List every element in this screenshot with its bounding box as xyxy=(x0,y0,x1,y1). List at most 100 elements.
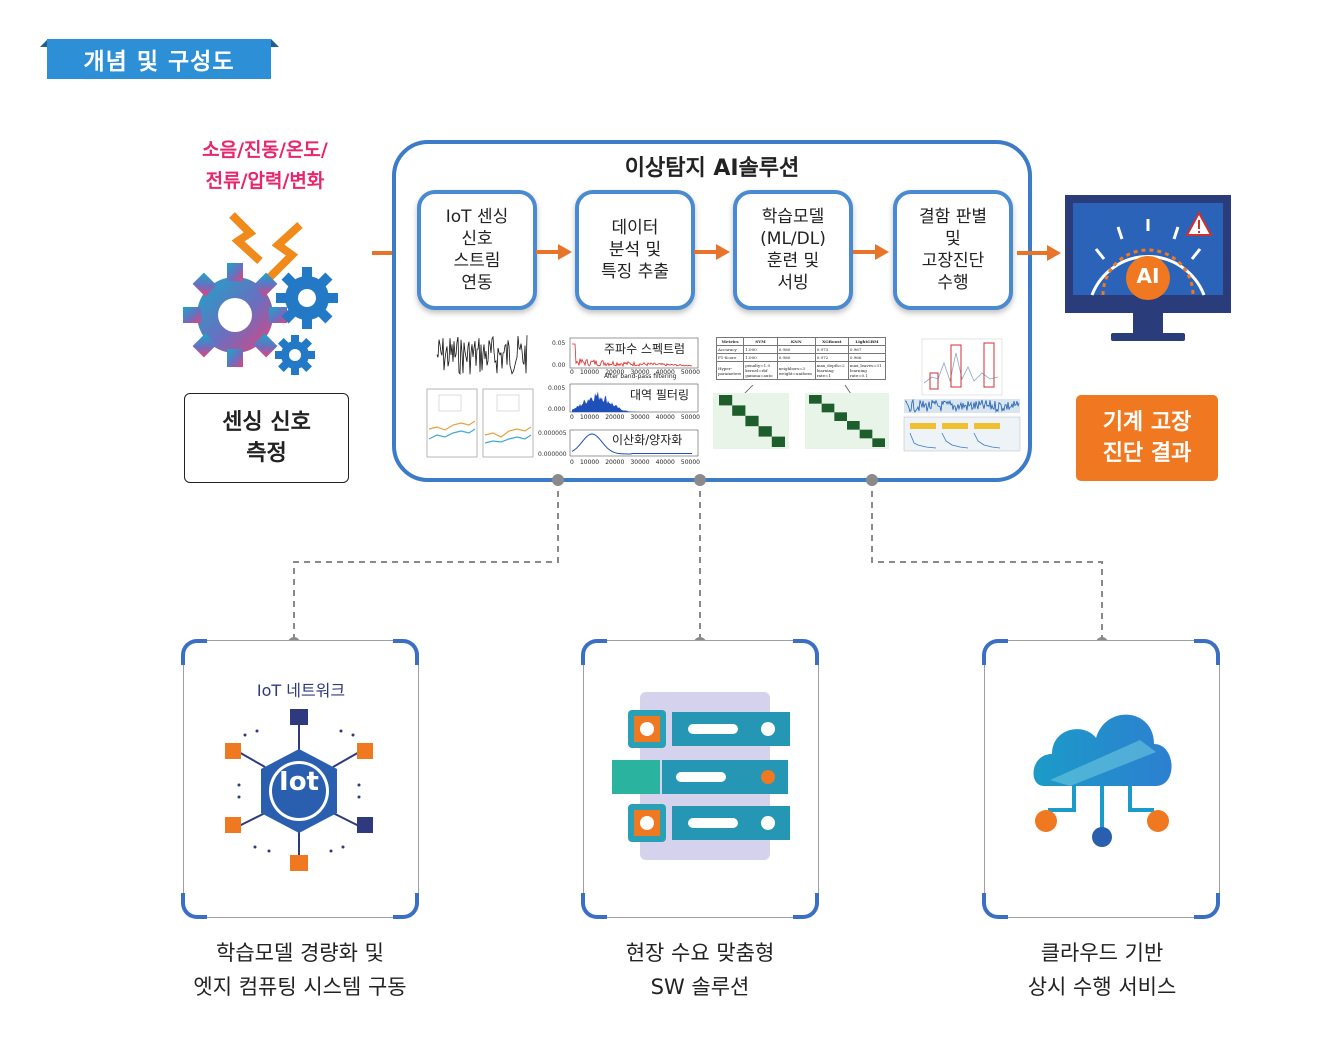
step4-line-4: 수행 xyxy=(937,273,969,293)
iot-network-icon xyxy=(225,709,373,871)
result-line-2: 진단 결과 xyxy=(1102,441,1192,466)
card-corner xyxy=(793,639,819,665)
step-iot-stream: IoT 센싱 신호 스트림 연동 xyxy=(417,190,537,310)
card-corner xyxy=(393,893,419,919)
section-title-tab: 개념 및 구성도 xyxy=(47,39,271,79)
sensor-types-line-1: 소음/진동/온도/ xyxy=(202,139,328,161)
x-tick: 10000 xyxy=(579,369,600,376)
waveform-thumbnail xyxy=(436,335,528,375)
node-bottom-left xyxy=(225,817,241,833)
y-tick-bandpass-top: 0.005 xyxy=(548,385,566,392)
x-tick: 40000 xyxy=(655,414,675,421)
table-cell: Hyper-parameters xyxy=(715,361,745,380)
solution-title: 이상탐지 AI솔루션 xyxy=(624,156,800,181)
card1-caption-line-1: 학습모델 경량화 및 xyxy=(216,941,384,965)
spectrum-label: 주파수 스펙트럼 xyxy=(604,340,686,357)
node-bottom-right xyxy=(357,817,373,833)
y-tick-spectrum-bottom: 0.00 xyxy=(552,362,566,369)
step2-line-2: 분석 및 xyxy=(608,240,662,260)
confusion-cell xyxy=(872,438,885,447)
confusion-cell xyxy=(809,395,822,404)
confusion-cell xyxy=(758,426,772,437)
step1-line-2: 신호 xyxy=(461,229,493,249)
step3-line-2: (ML/DL) xyxy=(760,229,826,249)
step3-line-3: 훈련 및 xyxy=(766,251,820,271)
card-corner xyxy=(181,893,207,919)
step-arrow-2 xyxy=(694,244,730,260)
confusion-cell xyxy=(847,421,860,430)
connector-dot xyxy=(866,474,878,486)
medium-gear xyxy=(276,267,338,329)
result-line-1: 기계 고장 xyxy=(1102,410,1192,435)
diagnosis-result-box: 기계 고장 진단 결과 xyxy=(1076,395,1218,481)
server-unit-middle xyxy=(612,760,788,794)
server-stack-icon xyxy=(612,692,790,860)
discrete-label: 이산화/양자화 xyxy=(612,431,683,448)
bandpass-label: 대역 필터링 xyxy=(630,386,690,403)
card-corner xyxy=(581,639,607,665)
step-arrows xyxy=(536,244,889,260)
card-corner xyxy=(1194,893,1220,919)
large-gear xyxy=(183,263,287,367)
sensor-types-label: 소음/진동/온도/ 전류/압력/변화 xyxy=(160,135,370,197)
lightning-bolt-2 xyxy=(267,222,303,280)
server-unit-bottom xyxy=(628,804,790,842)
card-corner xyxy=(393,639,419,665)
connector-left xyxy=(293,480,559,640)
card2-caption-line-1: 현장 수요 맞춤형 xyxy=(625,941,775,965)
step-arrow-1 xyxy=(536,244,572,260)
detection-plots-thumbnail xyxy=(903,338,1021,452)
connector-right xyxy=(871,480,1103,640)
cloud-node-center xyxy=(1092,827,1112,847)
table-row: Metrics SVM KNN XGBoost LightGBM xyxy=(715,337,887,346)
iot-network-label: IoT 네트워크 xyxy=(256,681,346,700)
x-tick: 10000 xyxy=(579,459,600,466)
step-data-analysis: 데이터 분석 및 특징 추출 xyxy=(575,190,695,310)
confusion-cell xyxy=(719,395,733,406)
measure-line-2: 측정 xyxy=(246,441,287,466)
confusion-cell xyxy=(834,412,847,421)
card-corner xyxy=(181,639,207,665)
bandpass-sublabel: After band-pass filtering xyxy=(604,373,677,380)
step4-line-3: 고장진단 xyxy=(921,251,985,271)
table-cell: penalty=1.0 kernel=rbf gamma=auto xyxy=(743,361,778,380)
x-tick: 20000 xyxy=(605,414,625,421)
table-cell: neighbors=3 weight=uniform xyxy=(776,361,816,380)
x-ticks-discrete: 0 10000 20000 30000 40000 50000 xyxy=(570,459,700,466)
monitor-ai-badge: AI xyxy=(1136,264,1160,288)
table-cell: max_depth=2 learning rate=1 xyxy=(814,361,849,380)
step2-line-3: 특징 추출 xyxy=(601,262,669,282)
monitor-icon xyxy=(1065,195,1231,341)
card1-caption: 학습모델 경량화 및 엣지 컴퓨팅 시스템 구동 xyxy=(150,936,450,1004)
step3-line-1: 학습모델 xyxy=(761,207,825,227)
confusion-cell xyxy=(821,403,835,413)
card-corner xyxy=(793,893,819,919)
tab-right-notch xyxy=(271,39,279,47)
x-tick: 40000 xyxy=(655,369,675,376)
card-corner xyxy=(1194,639,1220,665)
table-row: Hyper-parameters penalty=1.0 kernel=rbf … xyxy=(715,361,887,380)
metrics-table: Metrics SVM KNN XGBoost LightGBM Accurac… xyxy=(715,337,887,380)
x-tick: 0 xyxy=(570,414,574,421)
x-tick: 30000 xyxy=(630,414,650,421)
card-corner xyxy=(982,893,1008,919)
x-tick: 40000 xyxy=(655,459,675,466)
card3-caption-line-1: 클라우드 기반 xyxy=(1040,941,1164,965)
step3-line-4: 서빙 xyxy=(777,273,809,293)
x-tick: 0 xyxy=(570,459,574,466)
iot-center-label: Iot xyxy=(279,767,319,797)
step1-line-1: IoT 센싱 xyxy=(445,207,509,227)
card2-caption: 현장 수요 맞춤형 SW 솔루션 xyxy=(550,936,850,1004)
y-tick-discrete-top: 0.000005 xyxy=(538,430,567,437)
card3-caption: 클라우드 기반 상시 수행 서비스 xyxy=(952,936,1252,1004)
x-tick: 30000 xyxy=(630,459,650,466)
node-top-left xyxy=(225,743,241,759)
gears-lightning-icon xyxy=(183,212,338,375)
y-tick-spectrum-top: 0.05 xyxy=(552,340,566,347)
x-tick: 0 xyxy=(570,369,574,376)
x-tick: 50000 xyxy=(680,459,700,466)
x-tick: 10000 xyxy=(579,414,600,421)
lightning-bolt-1 xyxy=(229,212,263,264)
confusion-matrices-thumbnail xyxy=(713,385,889,449)
card-corner xyxy=(982,639,1008,665)
